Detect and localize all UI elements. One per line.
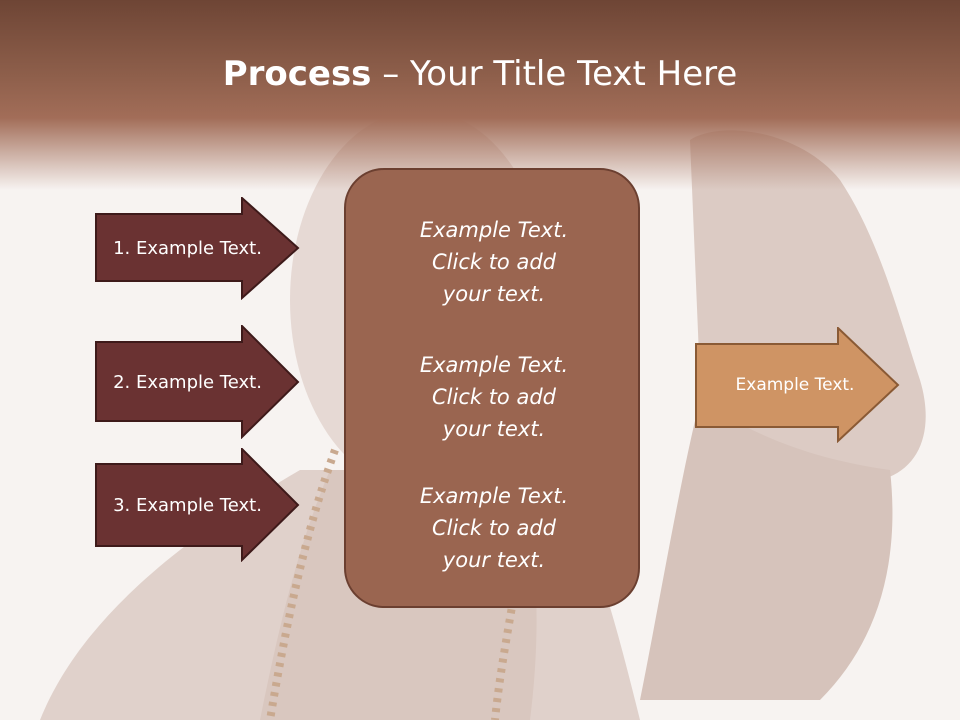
center-block-1-line-1: Example Text. [419,218,569,242]
step-arrow-1[interactable]: 1. Example Text. [95,197,300,300]
center-block-3: Example Text. Click to add your text. [346,480,642,576]
center-block-3-line-2: Click to add [431,516,556,540]
title-rest: – Your Title Text Here [371,54,738,94]
center-block-2-line-3: your text. [442,417,546,441]
step-arrow-3[interactable]: 3. Example Text. [95,448,300,562]
center-block-1-line-3: your text. [442,282,546,306]
center-block-2-line-2: Click to add [431,385,556,409]
slide-title: Process – Your Title Text Here [0,52,960,96]
center-block-1: Example Text. Click to add your text. [346,214,642,310]
center-block-2: Example Text. Click to add your text. [346,349,642,445]
result-arrow-label: Example Text. [735,375,855,395]
step-arrow-3-label: 3. Example Text. [113,494,262,516]
title-bar [0,0,960,190]
center-block-3-line-3: your text. [442,548,546,572]
title-bold: Process [222,54,372,94]
center-block-1-line-2: Click to add [431,250,556,274]
center-block-2-line-1: Example Text. [419,353,569,377]
center-text-box[interactable]: Example Text. Click to add your text. Ex… [344,168,640,608]
step-arrow-2[interactable]: 2. Example Text. [95,325,300,439]
center-block-3-line-1: Example Text. [419,484,569,508]
step-arrow-1-label: 1. Example Text. [113,238,262,259]
result-arrow[interactable]: Example Text. [695,327,900,443]
step-arrow-2-label: 2. Example Text. [113,371,262,393]
